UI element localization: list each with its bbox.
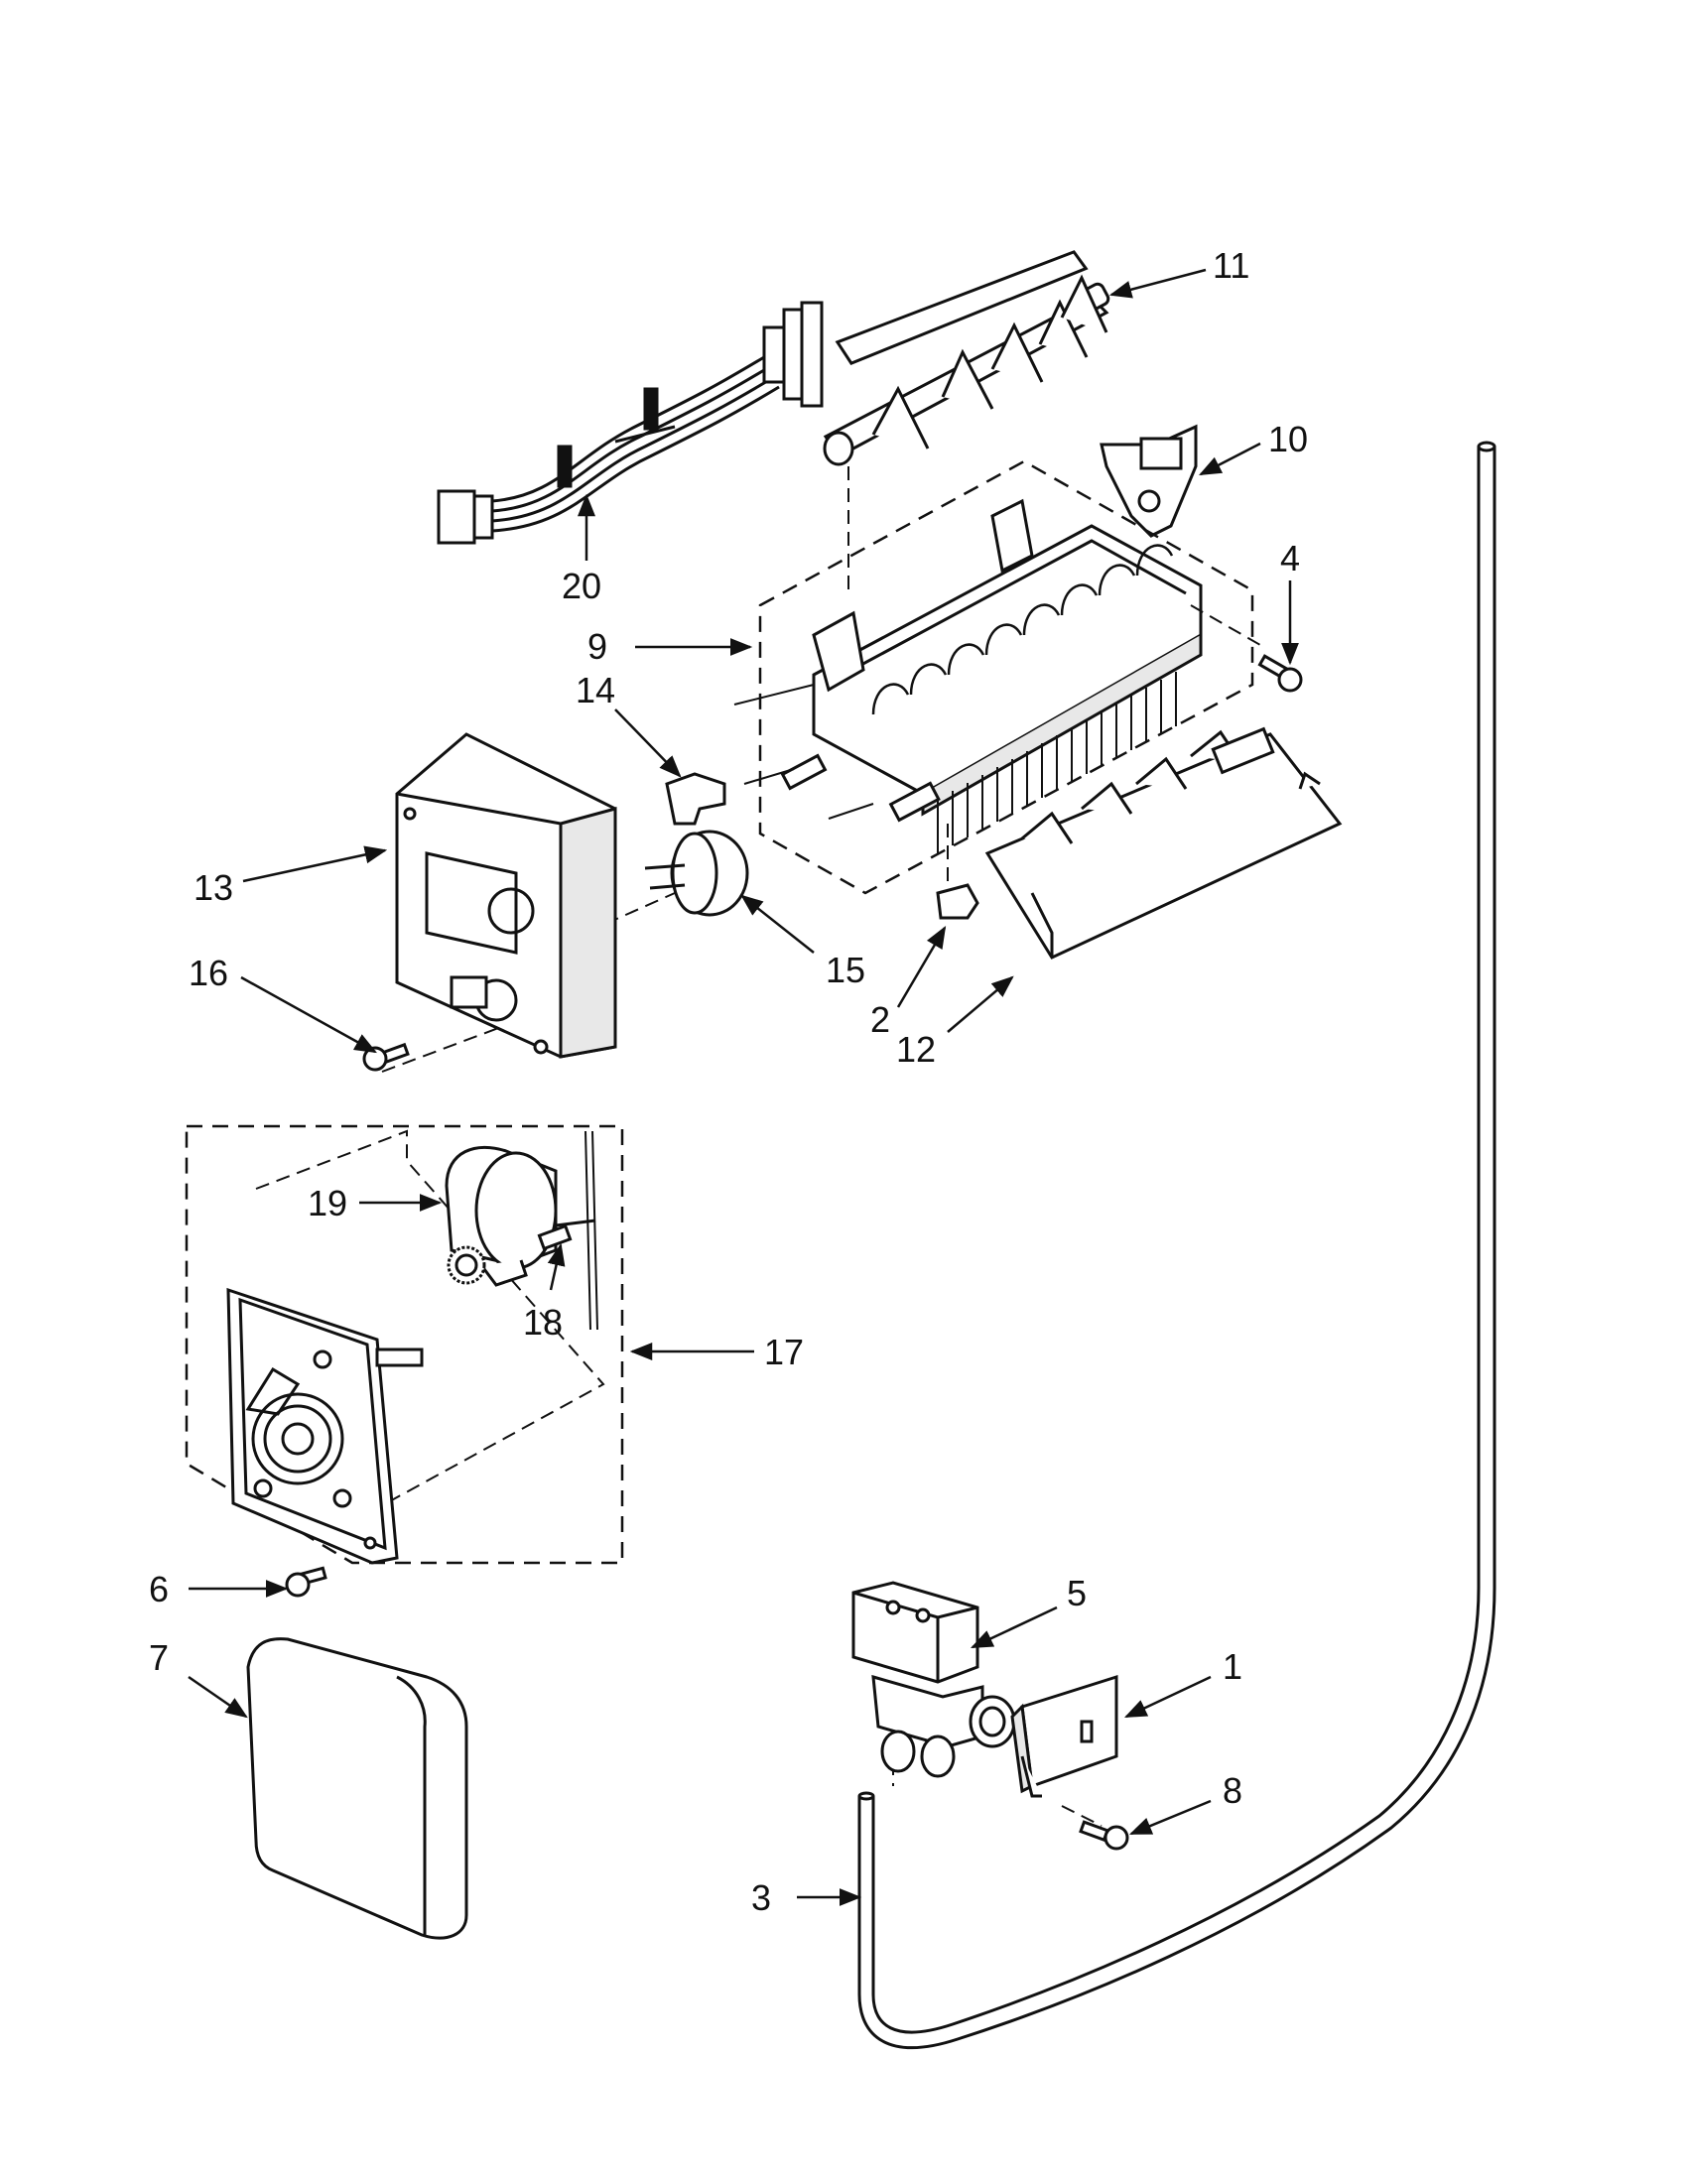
- callout-13: 13: [194, 867, 233, 908]
- callout-1: 1: [1223, 1646, 1242, 1687]
- ice-mold-part: [733, 498, 1203, 853]
- callout-3: 3: [751, 1877, 771, 1918]
- control-module-housing-part: [395, 732, 617, 1059]
- ejector-blade-part: [823, 250, 1110, 466]
- callout-labels: 11 10 4 9 20 14 13 15 2 12 16 19 18 17 6…: [149, 245, 1308, 1918]
- callout-17: 17: [764, 1332, 804, 1372]
- callout-8: 8: [1223, 1770, 1242, 1811]
- fill-tube-part: [857, 441, 1496, 2049]
- screw-part-4: [1257, 654, 1303, 693]
- callout-6: 6: [149, 1569, 169, 1609]
- module-board-part: [226, 1287, 424, 1565]
- bracket-part: [1100, 424, 1198, 538]
- callout-20: 20: [562, 566, 601, 606]
- callout-14: 14: [576, 670, 615, 710]
- callout-10: 10: [1268, 419, 1308, 459]
- callout-15: 15: [826, 950, 865, 990]
- callout-9: 9: [587, 626, 607, 667]
- valve-bracket-part: [1010, 1674, 1118, 1798]
- callout-18: 18: [523, 1302, 563, 1343]
- callout-2: 2: [870, 999, 890, 1040]
- callout-7: 7: [149, 1637, 169, 1678]
- clip-part-2: [936, 883, 979, 920]
- module-assembly-outline: [185, 1124, 624, 1565]
- callout-16: 16: [189, 953, 228, 993]
- callout-19: 19: [308, 1183, 347, 1223]
- callout-5: 5: [1067, 1573, 1087, 1613]
- leader-lines: [188, 268, 1299, 1906]
- clip-part-14: [665, 772, 726, 826]
- module-cover-part: [246, 1637, 468, 1940]
- ice-stripper-part: [984, 726, 1343, 960]
- thermostat-part: [644, 830, 749, 917]
- screw-part-8: [1079, 1820, 1129, 1851]
- callout-4: 4: [1280, 538, 1300, 578]
- wire-harness-part: [437, 301, 824, 545]
- water-valve-part: [851, 1581, 1016, 1778]
- callout-12: 12: [896, 1029, 936, 1070]
- ice-mold-assembly-outline: [758, 459, 1254, 895]
- callout-11: 11: [1213, 245, 1249, 286]
